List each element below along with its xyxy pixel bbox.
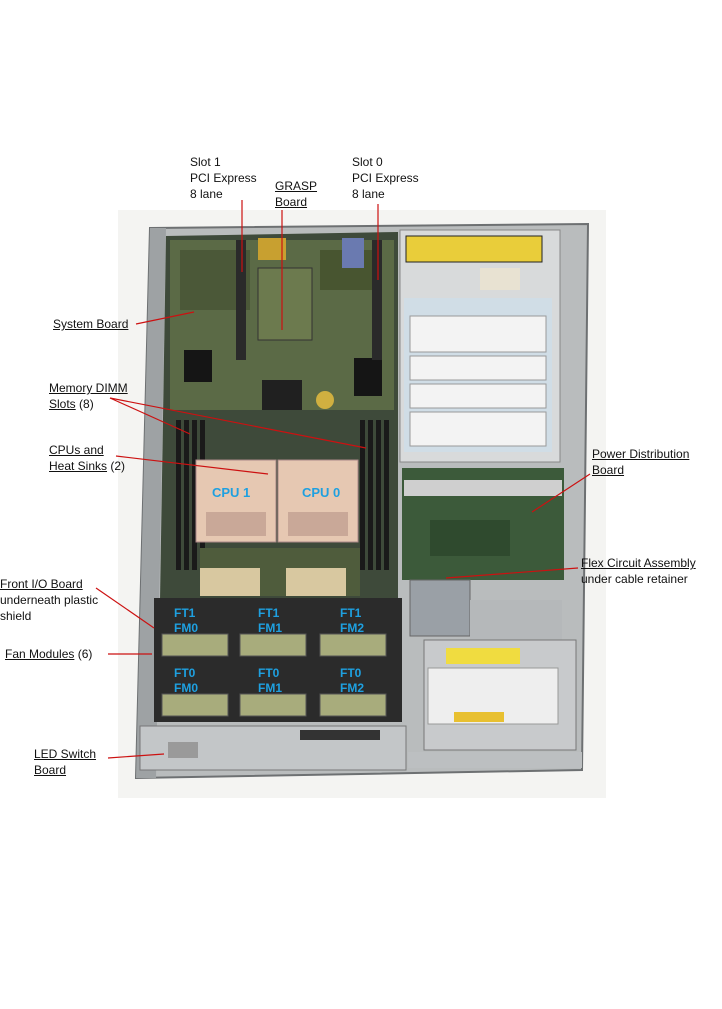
label-grasp-board: GRASP Board	[275, 179, 318, 209]
label-front-io-board: Front I/O Board underneath plastic shiel…	[0, 577, 99, 623]
label-cpus-heat-sinks: CPUs and Heat Sinks (2)	[49, 443, 126, 473]
label-memory-dimm: Memory DIMM Slots (8)	[49, 381, 128, 411]
label-slot-1: Slot 1 PCI Express 8 lane	[190, 155, 257, 201]
label-fan-modules: Fan Modules (6)	[5, 647, 93, 661]
label-flex-circuit: Flex Circuit Assembly under cable retain…	[581, 556, 696, 586]
cpu-1-tag: CPU 1	[212, 485, 251, 500]
label-led-switch-board: LED Switch Board	[34, 747, 97, 777]
cpu-0-tag: CPU 0	[302, 485, 341, 500]
label-slot-0: Slot 0 PCI Express 8 lane	[352, 155, 419, 201]
label-power-distribution-board: Power Distribution Board	[592, 447, 690, 477]
label-system-board: System Board	[53, 317, 129, 331]
